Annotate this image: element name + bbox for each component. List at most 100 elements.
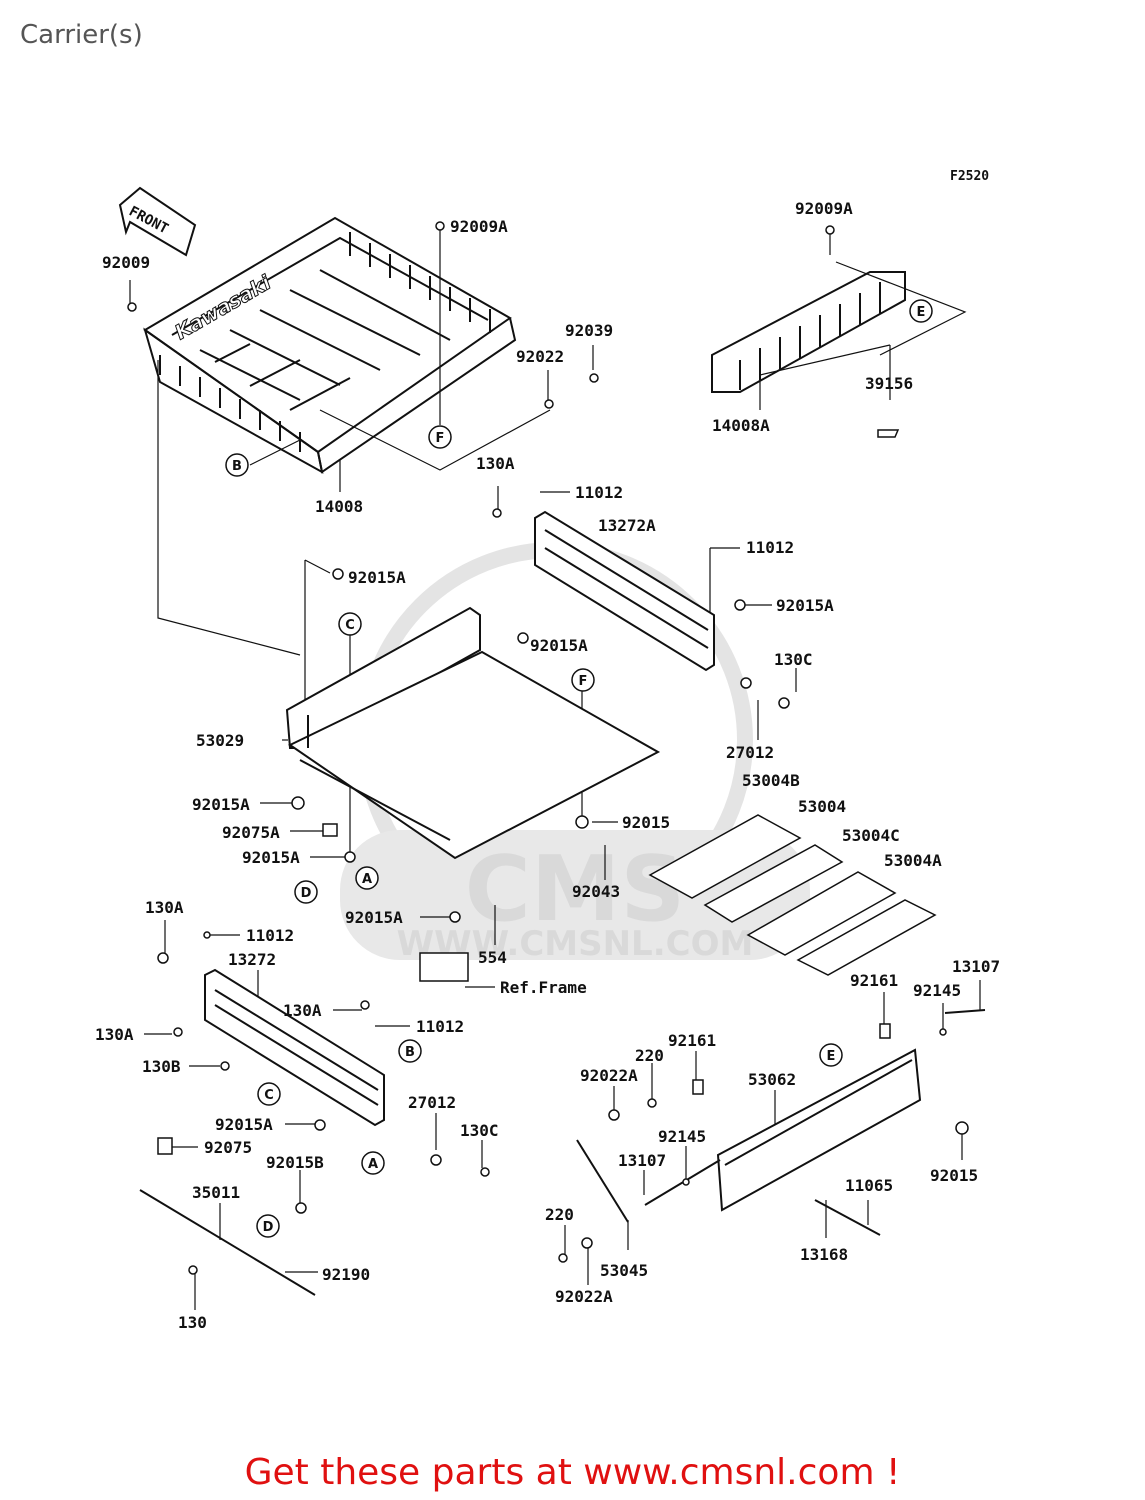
part-label: 92015A bbox=[348, 568, 406, 587]
clip-39156 bbox=[877, 429, 900, 438]
part-label: 13107 bbox=[952, 957, 1000, 976]
part-label: 92190 bbox=[322, 1265, 370, 1284]
part-label: 92145 bbox=[913, 981, 961, 1000]
part-label: 11012 bbox=[246, 926, 294, 945]
part-label: 554 bbox=[478, 948, 507, 967]
nut-92022-icon bbox=[544, 399, 554, 409]
callout-a-mid: A bbox=[362, 872, 372, 887]
bolt-92039-icon bbox=[589, 373, 599, 383]
tailgate-53062 bbox=[716, 1048, 922, 1212]
clip-92145-icon bbox=[682, 1178, 690, 1186]
part-label: 92015A bbox=[242, 848, 300, 867]
side-rail-13272a bbox=[534, 510, 715, 672]
part-label: 92075A bbox=[222, 823, 280, 842]
part-label: 92043 bbox=[572, 882, 620, 901]
callout-f-top: F bbox=[436, 431, 445, 446]
part-label: 13272 bbox=[228, 950, 276, 969]
bracket-92161-icon bbox=[692, 1079, 704, 1095]
part-label: 130 bbox=[178, 1313, 207, 1332]
part-label: 11012 bbox=[746, 538, 794, 557]
part-label: 92161 bbox=[850, 971, 898, 990]
part-label: 14008 bbox=[315, 497, 363, 516]
nut-92015-right-icon bbox=[955, 1121, 969, 1135]
part-label: 220 bbox=[545, 1205, 574, 1224]
part-label: 53004A bbox=[884, 851, 942, 870]
callout-e-top: E bbox=[917, 305, 926, 320]
part-label: 130B bbox=[142, 1057, 181, 1076]
washer-92022a-lower-icon bbox=[581, 1237, 593, 1249]
part-label: 92075 bbox=[204, 1138, 252, 1157]
page-title: Carrier(s) bbox=[20, 20, 143, 50]
clip-92145-right-icon bbox=[939, 1028, 947, 1036]
washer-92022a-icon bbox=[608, 1109, 620, 1121]
part-label: 53045 bbox=[600, 1261, 648, 1280]
bolt-92009-icon bbox=[127, 302, 137, 312]
part-label: 14008A bbox=[712, 416, 770, 435]
part-label: 13107 bbox=[618, 1151, 666, 1170]
part-label: 130A bbox=[145, 898, 184, 917]
callout-f-mid: F bbox=[579, 674, 588, 689]
part-label: 11012 bbox=[416, 1017, 464, 1036]
part-label: 130A bbox=[95, 1025, 134, 1044]
watermark-text-1: CMS bbox=[465, 837, 685, 942]
callout-e-lower: E bbox=[827, 1049, 836, 1064]
part-label: 92039 bbox=[565, 321, 613, 340]
part-label: 53029 bbox=[196, 731, 244, 750]
part-label: 39156 bbox=[865, 374, 913, 393]
part-label: 11065 bbox=[845, 1176, 893, 1195]
footer-link[interactable]: Get these parts at www.cmsnl.com ! bbox=[244, 1452, 901, 1493]
part-label: 27012 bbox=[408, 1093, 456, 1112]
nut-92015a-lower-icon bbox=[344, 851, 356, 863]
callout-a-lower: A bbox=[368, 1157, 378, 1172]
cargo-bed-53029 bbox=[285, 606, 661, 860]
nut-220-icon bbox=[647, 1098, 657, 1108]
part-label: 53004C bbox=[842, 826, 900, 845]
part-label: 92009A bbox=[450, 217, 508, 236]
ref-frame-bracket bbox=[419, 952, 469, 982]
callout-b-top: B bbox=[232, 459, 242, 474]
nut-92015a-bed-icon bbox=[291, 796, 305, 810]
part-label: 92015B bbox=[266, 1153, 324, 1172]
fasteners bbox=[127, 221, 969, 1275]
part-label: 130C bbox=[774, 650, 813, 669]
callout-d-lower: D bbox=[263, 1220, 274, 1235]
nut-92015a-frame-icon bbox=[449, 911, 461, 923]
part-labels: 92009A 92009 92039 92022 14008 92009A 39… bbox=[95, 199, 1000, 1332]
figure-code: F2520 bbox=[950, 169, 989, 184]
nut-92015b-icon bbox=[295, 1202, 307, 1214]
part-label: 53004B bbox=[742, 771, 800, 790]
nut-220-lower-icon bbox=[558, 1253, 568, 1263]
bolt-130a-lower-icon bbox=[173, 1027, 183, 1037]
bolt-130-icon bbox=[188, 1265, 198, 1275]
bolt-130b-icon bbox=[220, 1061, 230, 1071]
nut-92015a-rail-icon bbox=[314, 1119, 326, 1131]
floor-mats bbox=[648, 814, 937, 976]
side-rail-13272 bbox=[204, 968, 385, 1127]
bolt-130a-icon bbox=[492, 508, 502, 518]
part-label: 92145 bbox=[658, 1127, 706, 1146]
part-label: 92022A bbox=[580, 1066, 638, 1085]
part-label: 130A bbox=[476, 454, 515, 473]
part-label: 130A bbox=[283, 1001, 322, 1020]
nut-92015a-center-icon bbox=[517, 632, 529, 644]
bolt-130a-left-icon bbox=[157, 952, 169, 964]
part-label: 220 bbox=[635, 1046, 664, 1065]
part-label: 13168 bbox=[800, 1245, 848, 1264]
part-label: 92015A bbox=[776, 596, 834, 615]
callout-d-mid: D bbox=[301, 886, 312, 901]
callout-c-lower: C bbox=[264, 1088, 274, 1103]
part-label: 92015A bbox=[345, 908, 403, 927]
part-label: 11012 bbox=[575, 483, 623, 502]
part-label: 92022 bbox=[516, 347, 564, 366]
part-label: 92022A bbox=[555, 1287, 613, 1306]
cap-11012-icon bbox=[203, 931, 211, 939]
nut-92015-icon bbox=[575, 815, 589, 829]
bolt-130c-icon bbox=[778, 697, 790, 709]
part-label: 92015A bbox=[192, 795, 250, 814]
part-label: 35011 bbox=[192, 1183, 240, 1202]
bolt-92009a-right-icon bbox=[825, 225, 835, 235]
part-label: 92015A bbox=[215, 1115, 273, 1134]
nut-92015a-icon bbox=[332, 568, 344, 580]
bolt-130c-lower-icon bbox=[480, 1167, 490, 1177]
